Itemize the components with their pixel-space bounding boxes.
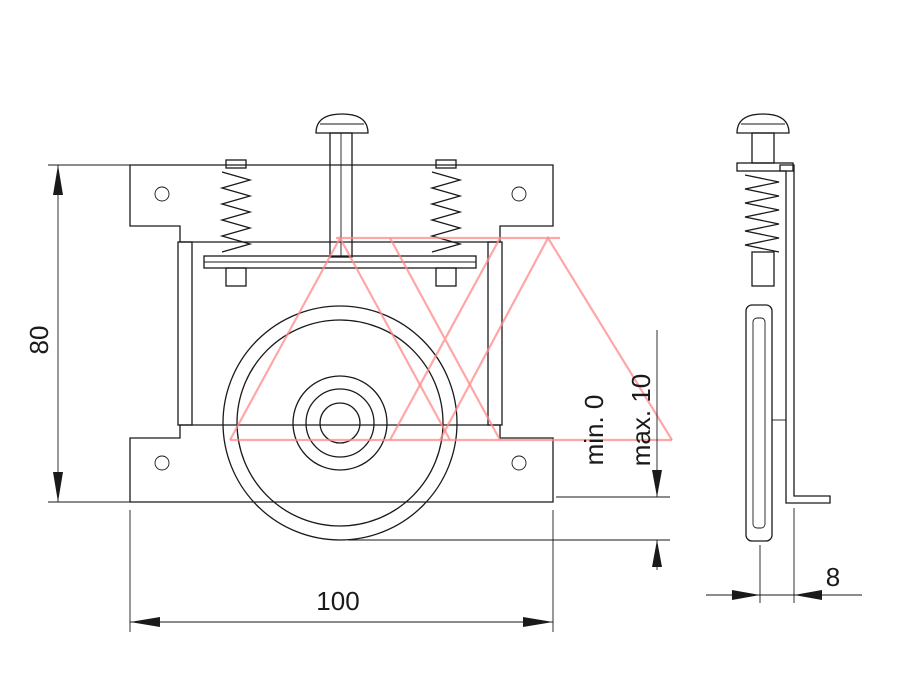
ax-logo-watermark-icon <box>229 235 673 442</box>
side-spring-end <box>751 251 775 287</box>
mounting-hole-bottom-right <box>511 455 527 471</box>
side-screw <box>736 113 790 164</box>
left-side-bracket <box>177 241 193 426</box>
dimension-width: 100 <box>129 510 554 632</box>
adjust-min-label: min. 0 <box>579 395 609 466</box>
adjusting-screw <box>315 113 369 258</box>
top-mounting-plate <box>129 164 554 243</box>
side-view <box>736 113 831 542</box>
side-plate-top <box>736 162 794 172</box>
side-bracket <box>779 164 831 504</box>
adjust-max-label: max. 10 <box>626 374 656 467</box>
mounting-hole-bottom-left <box>154 455 170 471</box>
bottom-mounting-plate <box>129 424 554 503</box>
right-spring <box>429 159 463 287</box>
side-wheel <box>745 304 773 542</box>
height-label: 80 <box>24 326 54 355</box>
right-side-bracket <box>487 241 503 426</box>
mounting-hole-top-left <box>154 186 170 202</box>
dimension-thickness: 8 <box>706 508 862 603</box>
dimension-adjustment: min. 0 max. 10 <box>348 330 670 570</box>
roller-wheel <box>222 305 458 541</box>
side-spring <box>744 174 780 253</box>
front-view <box>129 113 554 541</box>
mounting-hole-top-right <box>511 186 527 202</box>
dimension-height: 80 <box>24 164 130 503</box>
width-label: 100 <box>316 586 359 616</box>
left-spring <box>219 159 253 287</box>
thickness-label: 8 <box>826 562 840 592</box>
